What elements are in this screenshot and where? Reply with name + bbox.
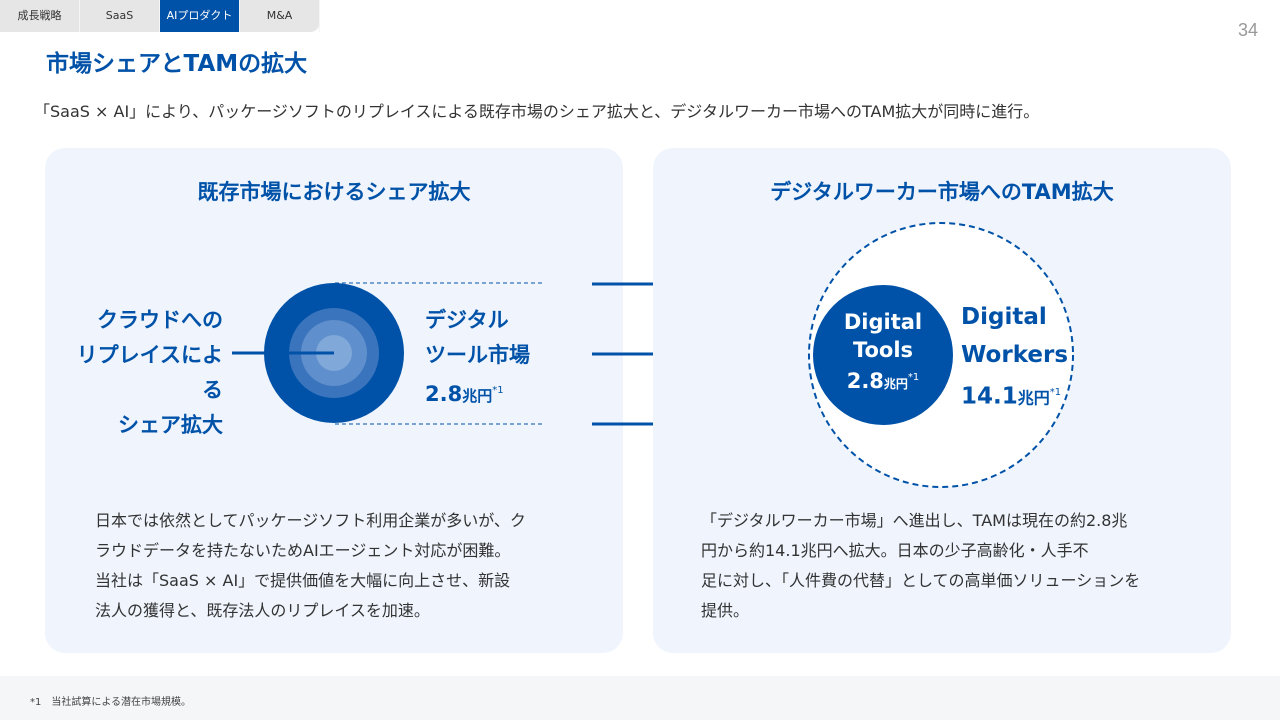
- page-title: 市場シェアとTAMの拡大: [46, 51, 308, 77]
- market-line: デジタル: [425, 308, 509, 332]
- share-heading: 既存市場におけるシェア拡大: [197, 180, 471, 204]
- footnote-ref: *1: [492, 385, 504, 396]
- callout-line: クラウドへの: [97, 308, 223, 332]
- section-tabs: 成長戦略 SaaS AIプロダクト M&A: [0, 0, 320, 32]
- market-label: デジタル ツール市場 2.8兆円*1: [425, 303, 530, 414]
- workers-line: Digital: [961, 304, 1047, 330]
- tam-circle-diagram: [808, 222, 1074, 488]
- footnote-ref: *1: [1049, 387, 1062, 398]
- tam-heading: デジタルワーカー市場へのTAM拡大: [770, 180, 1114, 204]
- callout-line: リプレイスによる: [76, 343, 223, 402]
- tools-value: 2.8: [846, 369, 884, 393]
- desc-line: 円から約14.1兆円へ拡大。日本の少子高齢化・人手不: [701, 541, 1089, 560]
- workers-label: Digital Workers 14.1兆円*1: [961, 298, 1068, 418]
- share-description: 日本では依然としてパッケージソフト利用企業が多いが、ク ラウドデータを持たないた…: [95, 506, 526, 626]
- market-circle-diagram: [232, 282, 545, 425]
- workers-unit: 兆円: [1017, 388, 1050, 408]
- tools-label: Digital Tools 2.8兆円*1: [813, 308, 953, 398]
- tab-growth[interactable]: 成長戦略: [0, 0, 80, 32]
- market-line: ツール市場: [425, 343, 530, 367]
- desc-line: ラウドデータを持たないためAIエージェント対応が困難。: [95, 541, 511, 560]
- tools-line: Digital: [843, 310, 923, 334]
- workers-line: Workers: [961, 342, 1069, 368]
- tab-ma[interactable]: M&A: [240, 0, 320, 32]
- workers-value: 14.1: [961, 383, 1018, 410]
- desc-line: 当社は「SaaS × AI」で提供価値を大幅に向上させ、新設: [95, 571, 511, 590]
- tools-line: Tools: [852, 338, 914, 362]
- footnote-ref: *1: [907, 372, 920, 383]
- desc-line: 日本では依然としてパッケージソフト利用企業が多いが、ク: [95, 511, 526, 530]
- callout-label: クラウドへの リプレイスによる シェア拡大: [65, 303, 223, 443]
- tab-saas[interactable]: SaaS: [80, 0, 160, 32]
- desc-line: 足に対し、「人件費の代替」としての高単価ソリューションを: [701, 571, 1141, 590]
- tools-unit: 兆円: [883, 377, 908, 391]
- share-card: 既存市場におけるシェア拡大 クラウドへの リプレイスによる シェア拡大 デジタル…: [45, 148, 623, 653]
- tam-description: 「デジタルワーカー市場」へ進出し、TAMは現在の約2.8兆 円から約14.1兆円…: [701, 506, 1140, 626]
- footnote: *1 当社試算による潜在市場規模。: [0, 676, 1280, 720]
- desc-line: 提供。: [701, 601, 750, 620]
- lead-text: 「SaaS × AI」により、パッケージソフトのリプレイスによる既存市場のシェア…: [34, 102, 1040, 121]
- callout-line: シェア拡大: [118, 413, 223, 437]
- market-unit: 兆円: [462, 387, 493, 405]
- desc-line: 「デジタルワーカー市場」へ進出し、TAMは現在の約2.8兆: [701, 511, 1128, 530]
- tam-card: デジタルワーカー市場へのTAM拡大 Digital Tools 2.8兆円*1 …: [653, 148, 1231, 653]
- market-value: 2.8: [425, 382, 463, 406]
- tab-ai-product[interactable]: AIプロダクト: [160, 0, 240, 32]
- tools-circle: [813, 285, 953, 425]
- page-number: 34: [1237, 20, 1258, 40]
- desc-line: 法人の獲得と、既存法人のリプレイスを加速。: [95, 601, 430, 620]
